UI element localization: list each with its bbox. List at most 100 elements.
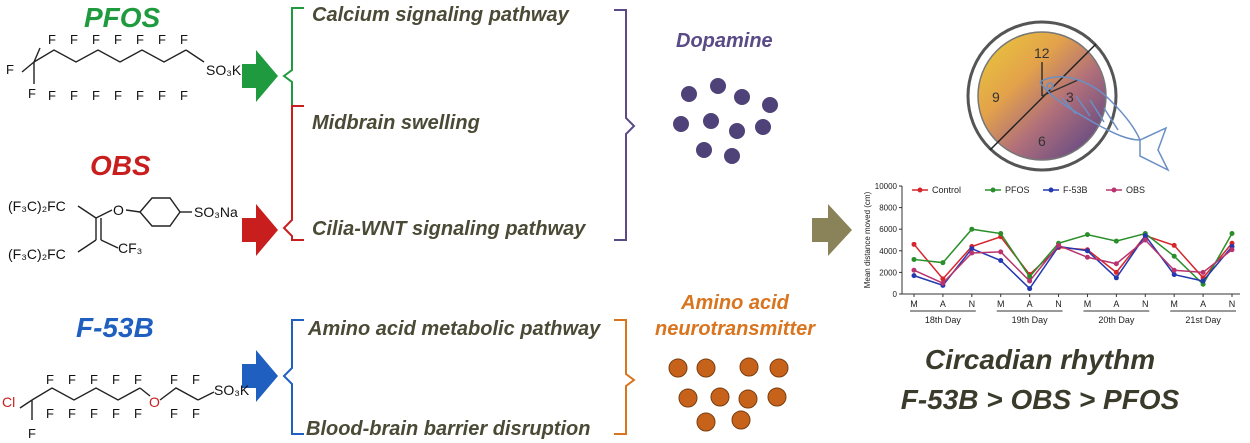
data-point [1113,261,1119,267]
fluorine-atom: F [158,32,166,47]
clock [966,20,1170,172]
clock-number: 9 [992,89,1000,105]
fluorine-atom: F [158,88,166,103]
data-point [1171,242,1177,248]
pfos-structure [21,47,205,84]
amino-dots [668,357,789,432]
x-tick-label: A [1113,299,1119,309]
amino-bracket [614,319,636,435]
data-point [911,256,917,262]
data-point [940,276,946,282]
data-point [998,231,1004,237]
data-point [1142,237,1148,243]
fluorine-atom: F [70,88,78,103]
data-point [1171,267,1177,273]
series-line [913,228,1233,286]
fluorine-atom: F [114,32,122,47]
legend-label: PFOS [1005,185,1030,195]
x-tick-label: A [1200,299,1206,309]
fluorine-atom: F [134,406,142,421]
pfos-label: PFOS [84,2,161,33]
legend-marker [917,187,923,193]
fluorine-atom: F [90,372,98,387]
data-point [998,258,1004,264]
fluorine-atom: F [92,32,100,47]
data-point [1113,269,1119,275]
series-line [913,234,1233,281]
pathway-amino: Amino acid metabolic pathway [308,318,601,340]
data-point [911,267,917,273]
fluorine-atom: F [46,372,54,387]
amino-label-line1: Amino acid [681,292,789,314]
data-point [1200,278,1206,284]
data-point [940,280,946,286]
clock-number: 3 [1066,89,1074,105]
amino-label-line2: neurotransmitter [654,318,816,340]
data-point [1084,232,1090,238]
x-tick-label: M [997,299,1005,309]
clock-number: 6 [1038,133,1046,149]
fluorine-atom: F [136,32,144,47]
pathway-bbb: Blood-brain barrier disruption [306,418,591,440]
x-group-label: 18th Day [925,315,962,325]
pathway-cilia: Cilia-WNT signaling pathway [312,218,586,240]
fluorine-atom: F [112,372,120,387]
dopamine-bracket [614,9,636,241]
y-axis-label: Mean distance moved (cm) [863,191,872,288]
data-point [1113,238,1119,244]
data-point [969,250,975,256]
data-point [911,273,917,279]
data-point [1171,272,1177,278]
fluorine-atom: F [114,88,122,103]
fluorine-atom: F [48,88,56,103]
obs-cf-bottom: (F₃C)₂FC [8,246,66,262]
f53b-chlorine: Cl [2,394,16,410]
fluorine-atom: F [170,372,178,387]
legend-marker [1048,187,1054,193]
x-tick-label: N [1142,299,1149,309]
y-tick-label: 6000 [879,225,897,234]
dopamine-dots [673,78,778,164]
zebrafish-icon [1039,76,1170,172]
fluorine-atom: F [6,62,14,77]
conclusion-line1: Circadian rhythm [924,344,1156,375]
f53b-bracket [282,319,304,435]
data-point [1142,233,1148,239]
data-point [1200,269,1206,275]
fluorine-atom: F [136,88,144,103]
y-tick-label: 10000 [875,182,898,191]
f53b-formula-tail: SO₃K [214,382,250,398]
x-group-label: 19th Day [1012,315,1049,325]
legend-label: Control [932,185,961,195]
legend-label: F-53B [1063,185,1088,195]
legend-marker [990,187,996,193]
pathway-midbrain: Midbrain swelling [312,112,480,134]
fluorine-atom: F [70,32,78,47]
fluorine-atom: F [28,426,36,441]
fluorine-atom: F [180,88,188,103]
obs-label: OBS [90,150,151,181]
y-tick-label: 4000 [879,247,897,256]
obs-cf-top: (F₃C)₂FC [8,198,66,214]
x-tick-label: N [969,299,976,309]
dopamine-label: Dopamine [676,30,773,52]
result-arrow [812,204,852,256]
series-line [913,238,1233,285]
x-tick-label: M [910,299,918,309]
f53b-arrow [242,350,278,402]
data-point [1027,274,1033,280]
data-point [969,246,975,252]
data-point [1229,247,1235,253]
f53b-label: F-53B [76,312,154,343]
data-point [998,249,1004,255]
obs-arrow [242,204,278,256]
data-point [1056,242,1062,248]
pfos-arrow [242,50,278,102]
y-tick-label: 8000 [879,204,897,213]
x-tick-label: A [1027,299,1033,309]
fluorine-atom: F [68,406,76,421]
